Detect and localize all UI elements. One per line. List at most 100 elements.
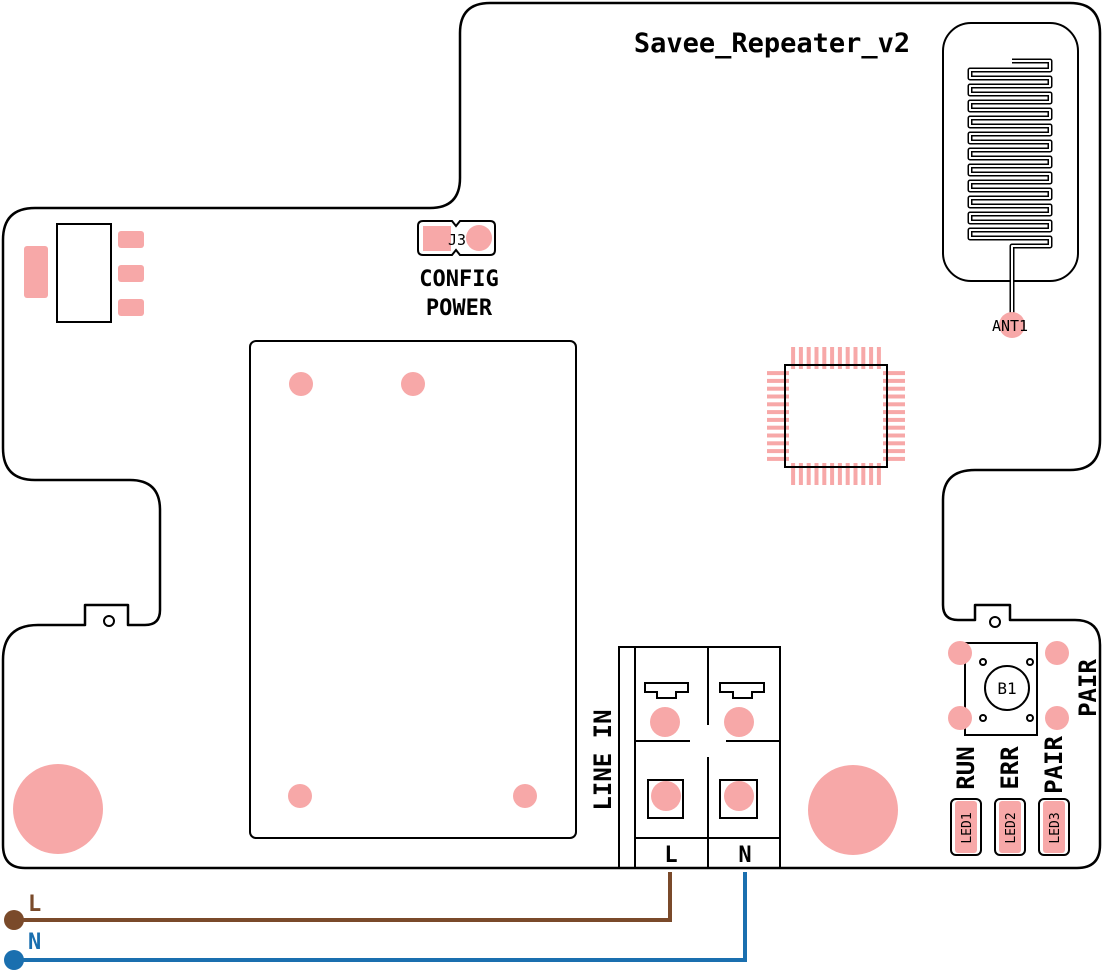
mcu-pin-pad xyxy=(837,347,842,369)
ant1-label: ANT1 xyxy=(992,317,1028,335)
regulator-pin-pad xyxy=(118,299,144,316)
mcu-pin-pad xyxy=(791,347,796,369)
mcu-pin-pad xyxy=(883,449,905,454)
wire-l xyxy=(14,872,672,922)
b1-label: B1 xyxy=(997,679,1016,698)
mcu-pin-pad xyxy=(830,347,835,369)
mcu-pin-pad xyxy=(798,463,803,485)
mounting-hole xyxy=(13,764,103,854)
mcu-pin-pad xyxy=(845,463,850,485)
b1-pad xyxy=(948,706,972,730)
led3-label: LED3 xyxy=(1048,812,1063,843)
mcu-pin-pad xyxy=(837,463,842,485)
mcu-pin-pad xyxy=(869,463,874,485)
mcu-chip xyxy=(767,347,905,485)
terminal-pad xyxy=(724,781,754,811)
mcu-pin-pad xyxy=(814,347,819,369)
led2-label: LED2 xyxy=(1004,812,1019,843)
mcu-pin-pad xyxy=(876,347,881,369)
board-outline xyxy=(1,1,1102,870)
mcu-pin-pad xyxy=(806,347,811,369)
mcu-pin-pad xyxy=(798,347,803,369)
mcu-pin-pad xyxy=(767,402,789,407)
b1-pad xyxy=(1045,641,1069,665)
mcu-pin-pad xyxy=(861,463,866,485)
mcu-pin-pad xyxy=(767,449,789,454)
mcu-body xyxy=(784,364,888,468)
fiducial-mark xyxy=(103,615,115,627)
power-module-pin xyxy=(289,372,313,396)
mcu-pin-pad xyxy=(767,378,789,383)
terminal-pad xyxy=(724,707,754,737)
mcu-pin-pad xyxy=(883,456,905,461)
mcu-pin-pad xyxy=(822,463,827,485)
mcu-pin-pad xyxy=(883,410,905,415)
terminal-pad xyxy=(651,781,681,811)
board-title: Savee_Repeater_v2 xyxy=(634,28,910,59)
wire-n-label: N xyxy=(28,930,41,955)
mcu-pin-pad xyxy=(822,347,827,369)
terminal-l-label: L xyxy=(664,843,677,868)
mcu-pin-pad xyxy=(791,463,796,485)
wire-l-terminal-dot xyxy=(4,910,24,930)
mcu-pin-pad xyxy=(767,394,789,399)
led-pair-label: PAIR xyxy=(1040,736,1068,794)
mcu-pin-pad xyxy=(767,371,789,376)
power-module-outline xyxy=(249,340,577,839)
power-module-pin xyxy=(513,784,537,808)
terminal-n-label: N xyxy=(738,843,751,868)
power-module-pin xyxy=(401,372,425,396)
mcu-pin-pad xyxy=(883,417,905,422)
mcu-pin-pad xyxy=(767,456,789,461)
led-err-label: ERR xyxy=(996,746,1024,790)
b1-actuator[interactable] xyxy=(984,665,1030,711)
led3: LED3 PAIR xyxy=(1038,736,1070,856)
regulator-pin-pad xyxy=(118,265,144,282)
wire-l-label: L xyxy=(28,892,41,917)
mcu-pin-pad xyxy=(767,425,789,430)
power-label: POWER xyxy=(426,296,493,321)
j3-label: J3 xyxy=(448,231,466,249)
mcu-pin-pad xyxy=(883,425,905,430)
line-in-terminal-block: L N xyxy=(618,646,781,869)
mcu-pin-pad xyxy=(883,378,905,383)
mcu-pin-pad xyxy=(861,347,866,369)
line-in-label: LINE IN xyxy=(589,709,617,810)
mcu-pin-pad xyxy=(876,463,881,485)
regulator-body xyxy=(56,223,112,323)
led1-label: LED1 xyxy=(960,812,975,843)
mounting-hole xyxy=(808,765,898,855)
mcu-pin-pad xyxy=(883,394,905,399)
b1-outline xyxy=(964,642,1038,736)
mcu-pin-pad xyxy=(767,417,789,422)
ant1-pad xyxy=(999,312,1025,338)
mcu-pin-pad xyxy=(853,347,858,369)
regulator-tab-pad xyxy=(24,246,48,298)
mcu-pin-pad xyxy=(883,433,905,438)
pair-button-b1[interactable]: B1 xyxy=(948,641,1069,736)
j3-square-pad xyxy=(423,226,451,251)
terminal-pad xyxy=(650,707,680,737)
fiducial-mark xyxy=(989,616,1001,628)
mcu-pin-pad xyxy=(814,463,819,485)
led2: LED2 ERR xyxy=(994,746,1026,856)
b1-pad xyxy=(948,641,972,665)
j3-outline xyxy=(417,220,496,256)
mcu-pin-pad xyxy=(883,441,905,446)
mcu-pin-pad xyxy=(806,463,811,485)
pair-button-label: PAIR xyxy=(1074,659,1102,717)
power-module-pin xyxy=(288,784,312,808)
mcu-pin-pad xyxy=(845,347,850,369)
regulator-pin-pad xyxy=(118,231,144,248)
mcu-pin-pad xyxy=(767,441,789,446)
mcu-pin-pad xyxy=(767,386,789,391)
wire-n xyxy=(14,872,747,962)
mcu-pin-pad xyxy=(883,402,905,407)
mcu-pin-pad xyxy=(883,371,905,376)
led-run-label: RUN xyxy=(952,746,980,789)
b1-pad xyxy=(1045,706,1069,730)
led1: LED1 RUN xyxy=(950,746,982,856)
mcu-pin-pad xyxy=(853,463,858,485)
mcu-pin-pad xyxy=(830,463,835,485)
